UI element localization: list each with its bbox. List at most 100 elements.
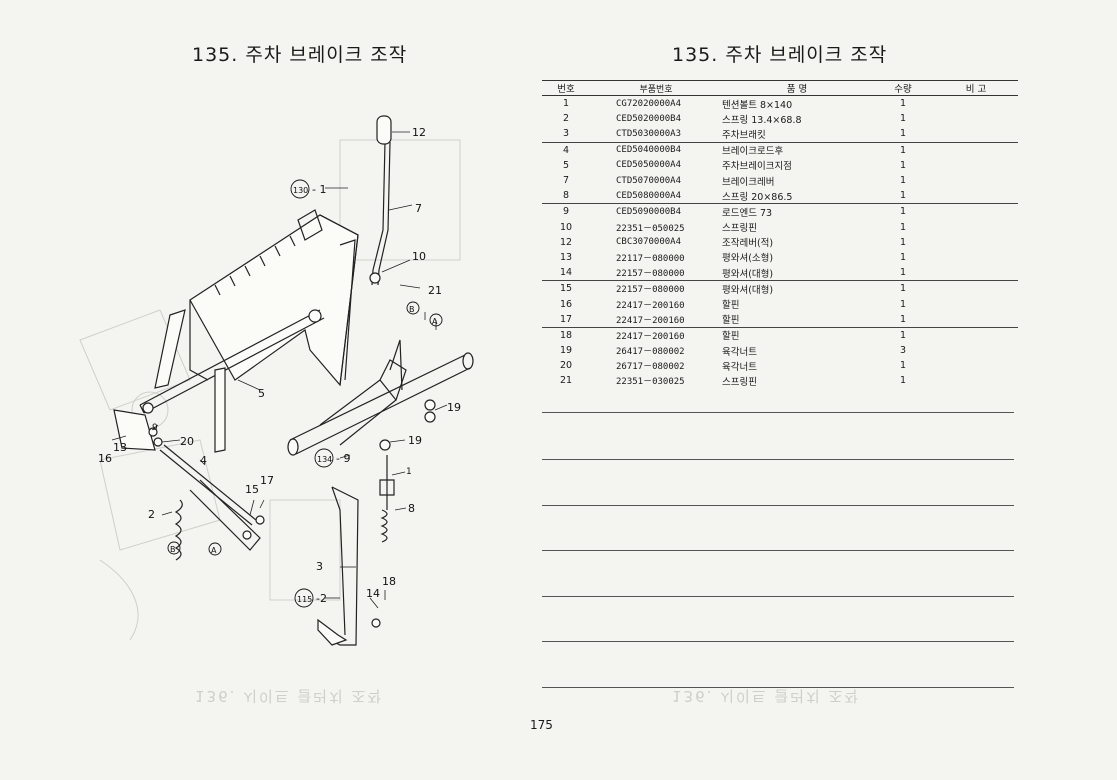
cell-part-number: CED5080000A4	[616, 190, 682, 201]
cell-part-number-index: 9	[542, 203, 590, 220]
cell-quantity: 1	[872, 280, 934, 297]
cell-part-name: 텐션볼트 8×140	[722, 99, 793, 111]
cell-remarks	[934, 250, 1018, 265]
callout-115: 115	[297, 595, 312, 604]
table-header-row: 번호 부품번호 품 명 수량 비 고	[542, 80, 1018, 96]
brake-rod-rear	[113, 409, 265, 561]
page-title-right: 135. 주차 브레이크 조작	[672, 44, 888, 66]
cell-part-number-index: 13	[559, 251, 573, 263]
cell-part-name: 평와셔(소형)	[722, 253, 774, 265]
cell-part-name: 평와셔(대형)	[722, 280, 872, 297]
cell-quantity: 1	[872, 326, 934, 343]
cell-part-number: 22417－200160	[616, 315, 685, 326]
ruled-line	[542, 459, 1014, 460]
column-header-part-number: 부품번호	[590, 80, 722, 96]
cell-remarks	[934, 280, 1018, 297]
cell-quantity: 1	[872, 203, 934, 220]
cell-part-name: 할핀	[722, 300, 740, 312]
cell-part-number: CED5040000B4	[590, 141, 722, 158]
cell-quantity: 1	[899, 221, 907, 233]
callout-5: 5	[258, 387, 265, 400]
cell-remarks	[934, 326, 1018, 343]
brake-pivot-shaft	[139, 309, 325, 414]
callout-12: 12	[412, 126, 426, 139]
callout-2: 2	[148, 508, 155, 521]
cell-remarks	[934, 141, 1018, 158]
cell-part-number-index: 10	[559, 221, 573, 233]
cell-part-name: 육각너트	[722, 361, 757, 373]
cell-part-number-index: 18	[542, 326, 590, 343]
callout-A-lower: A	[211, 546, 217, 555]
callout-4: 4	[200, 454, 207, 467]
cell-remarks	[934, 265, 1018, 281]
cell-part-number: 22417－200160	[616, 300, 685, 311]
cell-part-name: 조작레버(적)	[722, 238, 774, 250]
callout-9-left: 9	[152, 423, 158, 433]
cell-part-number: 22117－080000	[616, 253, 685, 264]
cell-remarks	[934, 235, 1018, 250]
cell-part-number-index: 4	[542, 141, 590, 158]
column-header-remarks: 비 고	[934, 80, 1018, 96]
column-header-number: 번호	[542, 80, 590, 96]
cell-part-name: 스프링핀	[722, 376, 757, 388]
cell-part-number-index: 12	[559, 236, 573, 248]
ruled-line	[542, 505, 1014, 506]
cell-part-number: 22417－200160	[590, 326, 722, 343]
parts-list-table: 번호 부품번호 품 명 수량 비 고 1 CG72020000A4 텐션볼트 8×1…	[542, 80, 1018, 389]
cell-quantity: 1	[899, 98, 907, 110]
callout-3: 3	[316, 560, 323, 573]
bleed-through-text: 136. 시이트 클러치 조작	[672, 687, 861, 705]
cell-part-number-index: 8	[562, 190, 570, 202]
column-header-part-name: 품 명	[722, 80, 872, 96]
cell-part-name: 브레이크레버	[722, 176, 775, 188]
page-title-left: 135. 주차 브레이크 조작	[192, 44, 408, 66]
cell-quantity: 1	[899, 113, 907, 125]
callout-B-lower: B	[170, 545, 176, 554]
cell-quantity: 1	[899, 190, 907, 202]
cell-part-name: 평와셔(대형)	[722, 268, 774, 280]
callout-18: 18	[382, 575, 396, 588]
brake-lever	[369, 115, 392, 286]
cell-part-number: 22157－080000	[616, 269, 685, 280]
callout-8: 8	[408, 502, 415, 515]
parking-bracket-frame	[189, 209, 359, 387]
cell-part-name: 주차브래킷	[722, 129, 766, 141]
cell-part-name: 주차브레이크지점	[722, 161, 792, 173]
cell-part-number: 26417－080002	[616, 347, 685, 358]
faint-background-sketch	[79, 139, 461, 641]
callout-17: 17	[260, 474, 274, 487]
callout-19-lower: 19	[408, 434, 422, 447]
cell-part-number-index: 19	[559, 345, 573, 357]
cell-part-name: 스프링 13.4×68.8	[722, 114, 802, 126]
cell-part-name: 육각너트	[722, 346, 757, 358]
ruled-line	[542, 641, 1014, 642]
cell-part-name: 브레이크로드후	[722, 141, 872, 158]
cell-quantity: 1	[899, 175, 907, 187]
cell-part-name: 할핀	[722, 315, 740, 327]
callout-15: 15	[245, 483, 259, 496]
leader-lines	[111, 131, 448, 609]
callout-21: 21	[428, 284, 442, 297]
cell-part-number: 22157－080000	[590, 280, 722, 297]
cell-part-number-index: 5	[562, 159, 570, 171]
cell-remarks	[934, 220, 1018, 235]
cell-part-number-index: 7	[562, 175, 570, 187]
cell-part-number: CED5090000B4	[590, 203, 722, 220]
bleed-through-text: 136. 시이트 클러치 조작	[195, 687, 384, 705]
callout-130-suffix: - 1	[312, 183, 326, 196]
cell-remarks	[934, 188, 1018, 204]
spring-assembly	[379, 455, 395, 543]
cell-part-number-index: 3	[562, 128, 570, 140]
cell-part-number: CG72020000A4	[616, 98, 682, 109]
callout-7: 7	[415, 202, 422, 215]
cell-part-number: CTD5030000A3	[616, 128, 682, 139]
